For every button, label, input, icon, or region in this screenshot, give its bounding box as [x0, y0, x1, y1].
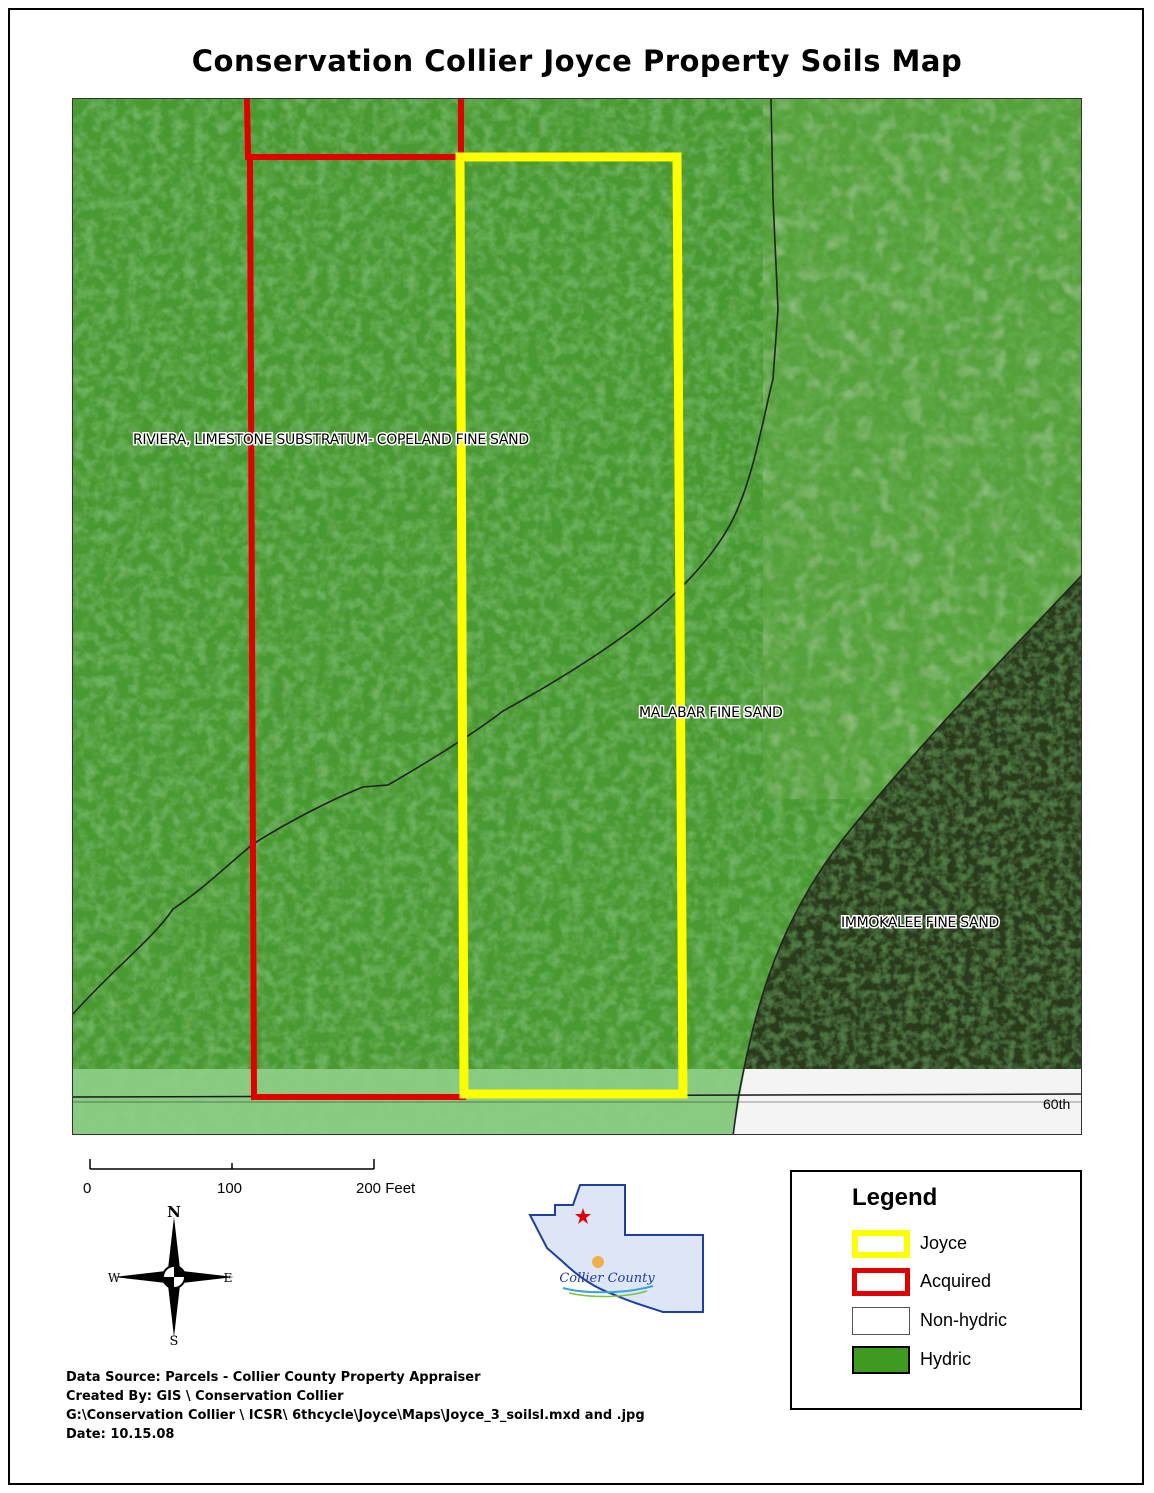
scale-tick-0: 0 [83, 1180, 92, 1197]
map-metadata: Data Source: Parcels - Collier County Pr… [66, 1368, 645, 1444]
scale-tick-200: 200 Feet [356, 1180, 416, 1197]
legend-swatch-joyce [852, 1230, 910, 1258]
scale-bar [89, 1159, 375, 1170]
legend-label-hydric: Hydric [920, 1349, 972, 1369]
scale-tick-100: 100 [217, 1180, 243, 1197]
road-60th [73, 1069, 1081, 1134]
legend-title: Legend [852, 1184, 938, 1211]
legend: Legend Joyce Acquired Non-hydric Hydric [790, 1170, 1082, 1410]
map-canvas: RIVIERA, LIMESTONE SUBSTRATUM- COPELAND … [73, 99, 1081, 1134]
legend-swatch-acquired [852, 1268, 910, 1296]
legend-swatch-hydric [852, 1346, 910, 1374]
legend-item-joyce: Joyce [852, 1230, 1072, 1258]
county-logo-text: Collier County [559, 1271, 655, 1286]
map-title: Conservation Collier Joyce Property Soil… [191, 44, 963, 78]
compass-s: S [170, 1334, 179, 1345]
meta-path: G:\Conservation Collier \ ICSR\ 6thcycle… [66, 1408, 645, 1423]
collier-county-inset: Collier County [528, 1184, 704, 1313]
map-view[interactable]: RIVIERA, LIMESTONE SUBSTRATUM- COPELAND … [72, 98, 1082, 1135]
soil-label-riviera: RIVIERA, LIMESTONE SUBSTRATUM- COPELAND … [133, 432, 529, 448]
compass-w: W [108, 1271, 121, 1285]
legend-item-non-hydric: Non-hydric [852, 1307, 1072, 1335]
legend-label-acquired: Acquired [920, 1271, 992, 1291]
legend-item-acquired: Acquired [852, 1268, 1072, 1296]
soil-boundaries [73, 99, 1081, 1134]
legend-swatch-non-hydric [852, 1307, 910, 1335]
joyce-parcel[interactable] [455, 152, 688, 1099]
meta-data-source: Data Source: Parcels - Collier County Pr… [66, 1370, 481, 1385]
legend-label-non-hydric: Non-hydric [920, 1310, 1008, 1330]
compass-e: E [224, 1271, 233, 1285]
north-arrow-icon: N S E W [108, 1205, 234, 1345]
meta-date: Date: 10.15.08 [66, 1427, 175, 1442]
meta-created-by: Created By: GIS \ Conservation Collier [66, 1389, 344, 1404]
soil-label-malabar: MALABAR FINE SAND [639, 705, 783, 721]
soil-label-immokalee: IMMOKALEE FINE SAND [841, 915, 999, 931]
compass-n: N [167, 1205, 181, 1221]
location-star-icon [575, 1208, 591, 1224]
road-label: 60th [1043, 1096, 1070, 1112]
legend-item-hydric: Hydric [852, 1346, 1072, 1374]
legend-label-joyce: Joyce [920, 1233, 968, 1253]
